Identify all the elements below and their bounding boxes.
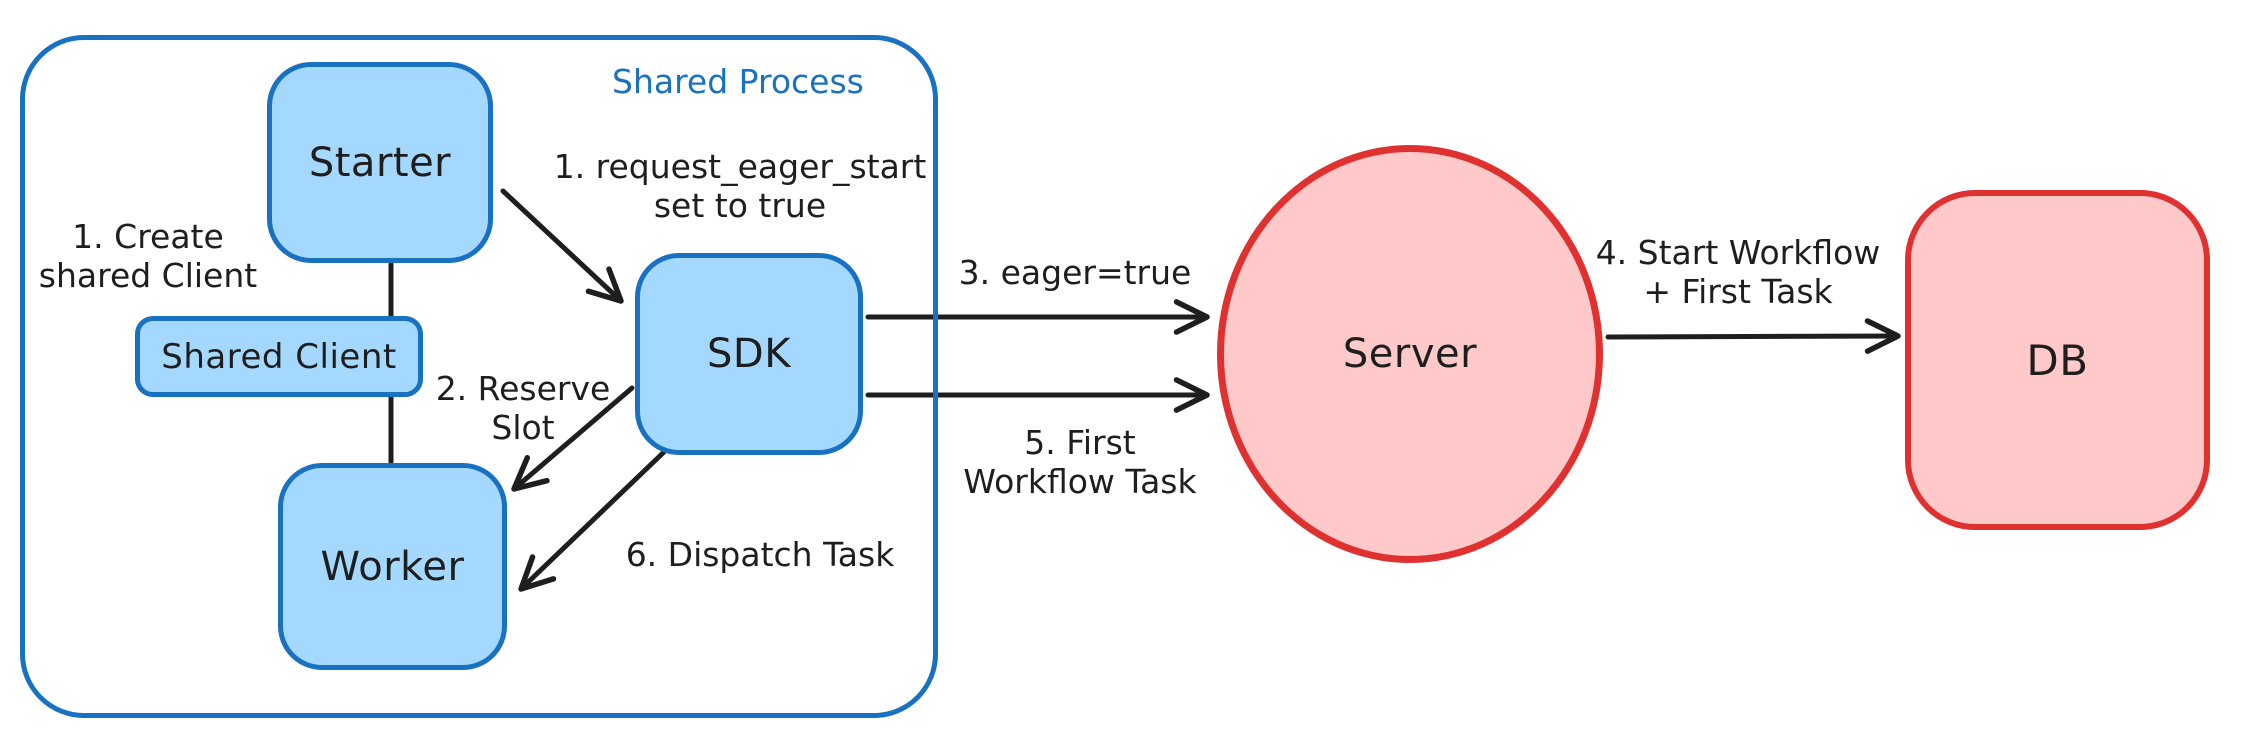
worker-node: Worker bbox=[278, 463, 507, 670]
edge-sdk-to-worker-reserve bbox=[511, 385, 635, 492]
arrowhead-starter-to-sdk bbox=[585, 266, 624, 304]
label-step5-first-line2: Workflow Task bbox=[963, 461, 1197, 501]
edge-starter-to-sdk bbox=[500, 188, 624, 304]
arrowhead-sdk-to-server-eager bbox=[1173, 299, 1210, 335]
label-step2-reserve-line2: Slot bbox=[491, 407, 555, 447]
label-step5-first-line1: 5. First bbox=[1024, 423, 1136, 462]
label-step6-dispatch: 6. Dispatch Task bbox=[610, 535, 910, 575]
label-step1-create: 1. Create shared Client bbox=[28, 217, 268, 296]
label-step1-create-line1: 1. Create bbox=[72, 217, 224, 256]
label-step4-start-line2: + First Task bbox=[1643, 271, 1833, 311]
arrowhead-server-to-db bbox=[1864, 318, 1901, 354]
edge-sdk-to-server-eager bbox=[865, 299, 1210, 335]
label-step2-reserve-line1: 2. Reserve bbox=[435, 369, 611, 408]
label-step4-start: 4. Start Workflow + First Task bbox=[1580, 233, 1896, 312]
sdk-node: SDK bbox=[635, 253, 863, 455]
shared-client-label: Shared Client bbox=[161, 336, 397, 377]
db-node: DB bbox=[1905, 190, 2210, 530]
edge-sdk-to-worker-dispatch bbox=[518, 449, 667, 592]
label-step3-eager-line1: 3. eager=true bbox=[958, 253, 1192, 292]
label-step2-reserve: 2. Reserve Slot bbox=[420, 369, 626, 448]
edge-server-to-db bbox=[1605, 318, 1901, 354]
starter-label: Starter bbox=[308, 139, 452, 186]
arrowhead-sdk-to-server-first-task bbox=[1173, 377, 1210, 413]
shared-client-node: Shared Client bbox=[135, 316, 423, 397]
arrowhead-sdk-to-worker-reserve bbox=[511, 454, 550, 492]
label-step1-eager: 1. request_eager_start set to true bbox=[530, 147, 950, 226]
label-step1-eager-line1: 1. request_eager_start bbox=[553, 147, 927, 186]
label-step4-start-line1: 4. Start Workflow bbox=[1595, 233, 1881, 272]
worker-label: Worker bbox=[320, 543, 465, 590]
label-step3-eager: 3. eager=true bbox=[955, 253, 1195, 293]
server-node: Server bbox=[1217, 145, 1603, 563]
sdk-label: SDK bbox=[707, 331, 791, 377]
arrowhead-sdk-to-worker-dispatch bbox=[518, 554, 557, 592]
server-label: Server bbox=[1342, 331, 1478, 377]
db-label: DB bbox=[2026, 335, 2089, 385]
label-step1-eager-line2: set to true bbox=[653, 185, 827, 225]
label-step6-dispatch-line1: 6. Dispatch Task bbox=[625, 535, 895, 574]
edge-sdk-to-server-first-task bbox=[865, 377, 1210, 413]
label-step1-create-line2: shared Client bbox=[38, 255, 258, 295]
starter-node: Starter bbox=[267, 62, 493, 263]
label-step5-first: 5. First Workflow Task bbox=[935, 423, 1225, 502]
